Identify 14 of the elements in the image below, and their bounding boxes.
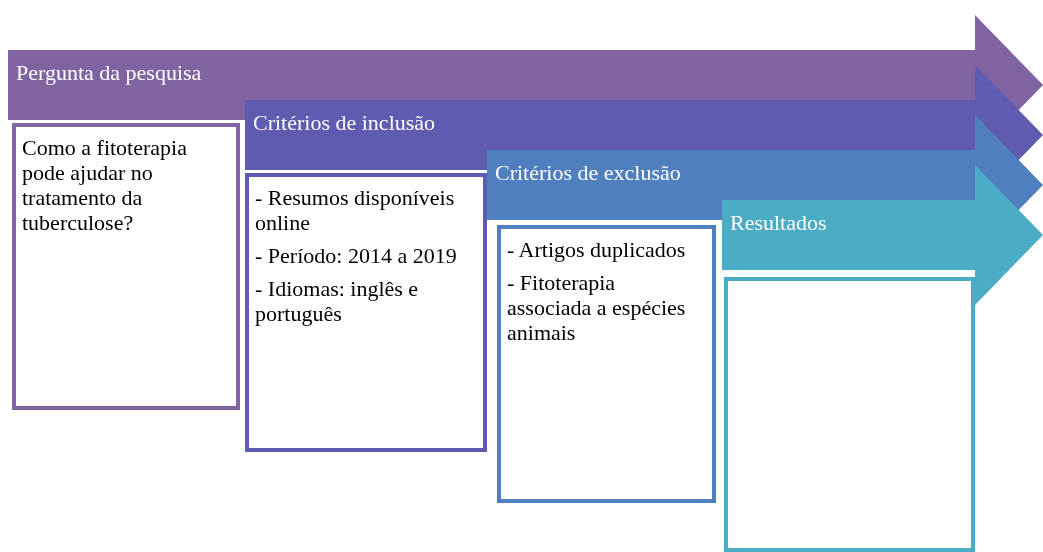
band-heading: Critérios de exclusão xyxy=(495,160,681,186)
text-box xyxy=(12,123,240,410)
box-text: Como a fitoterapia pode ajudar no tratamento da tuberculose? xyxy=(22,135,188,235)
box-text: - Resumos disponíveis online xyxy=(255,185,456,235)
box-text: - Período: 2014 a 2019 xyxy=(255,243,458,268)
text-box xyxy=(245,173,487,452)
band-heading: Critérios de inclusão xyxy=(253,110,436,136)
band-heading: Resultados xyxy=(730,210,827,236)
text-box xyxy=(724,277,975,552)
text-box xyxy=(497,225,716,503)
box-text: - Fitoterapia associada a espécies animais xyxy=(507,270,687,345)
band-heading: Pergunta da pesquisa xyxy=(16,60,202,86)
box-text: - Artigos duplicados xyxy=(507,237,687,262)
box-text: - Idiomas: inglês e português xyxy=(255,276,420,326)
